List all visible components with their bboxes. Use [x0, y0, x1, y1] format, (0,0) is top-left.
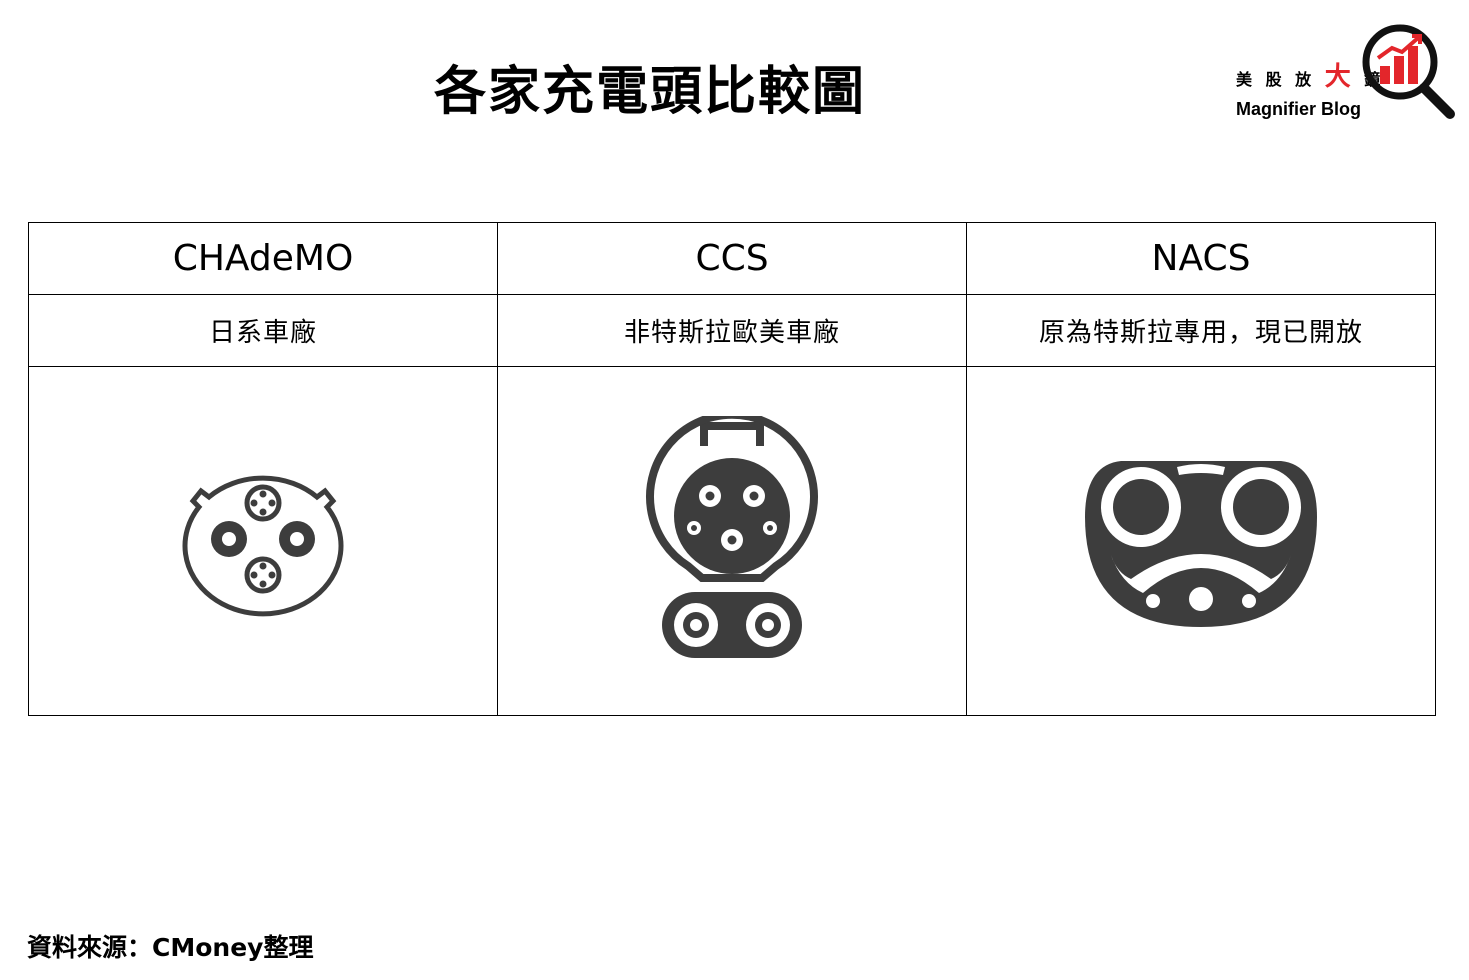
image-cell — [966, 366, 1436, 716]
table-description-row: 日系車廠 非特斯拉歐美車廠 原為特斯拉專用，現已開放 — [28, 294, 1436, 367]
comparison-table: CHAdeMO CCS NACS 日系車廠 非特斯拉歐美車廠 原為特斯拉專用，現… — [28, 222, 1436, 716]
header-cell: CCS — [497, 222, 967, 295]
page-title: 各家充電頭比較圖 — [433, 62, 866, 122]
magnifier-bar-chart-icon — [1362, 24, 1455, 119]
ccs-connector-icon — [646, 416, 818, 658]
header-cell: NACS — [966, 222, 1436, 295]
nacs-connector-icon — [1085, 461, 1317, 627]
description-cell: 原為特斯拉專用，現已開放 — [966, 294, 1436, 367]
logo-chinese-big: 大 — [1324, 62, 1355, 92]
table-image-row — [28, 366, 1436, 716]
description-cell: 日系車廠 — [28, 294, 498, 367]
table-header-row: CHAdeMO CCS NACS — [28, 222, 1436, 295]
logo-chinese-prefix: 美 股 放 — [1236, 70, 1325, 89]
header-cell: CHAdeMO — [28, 222, 498, 295]
description-cell: 非特斯拉歐美車廠 — [497, 294, 967, 367]
chademo-connector-icon — [182, 475, 344, 617]
image-cell — [497, 366, 967, 716]
logo-english-text: Magnifier Blog — [1236, 99, 1361, 119]
brand-logo: 美 股 放 大 鏡 Magnifier Blog — [1230, 22, 1460, 132]
image-cell — [28, 366, 498, 716]
source-note: 資料來源：CMoney整理 — [27, 933, 314, 962]
